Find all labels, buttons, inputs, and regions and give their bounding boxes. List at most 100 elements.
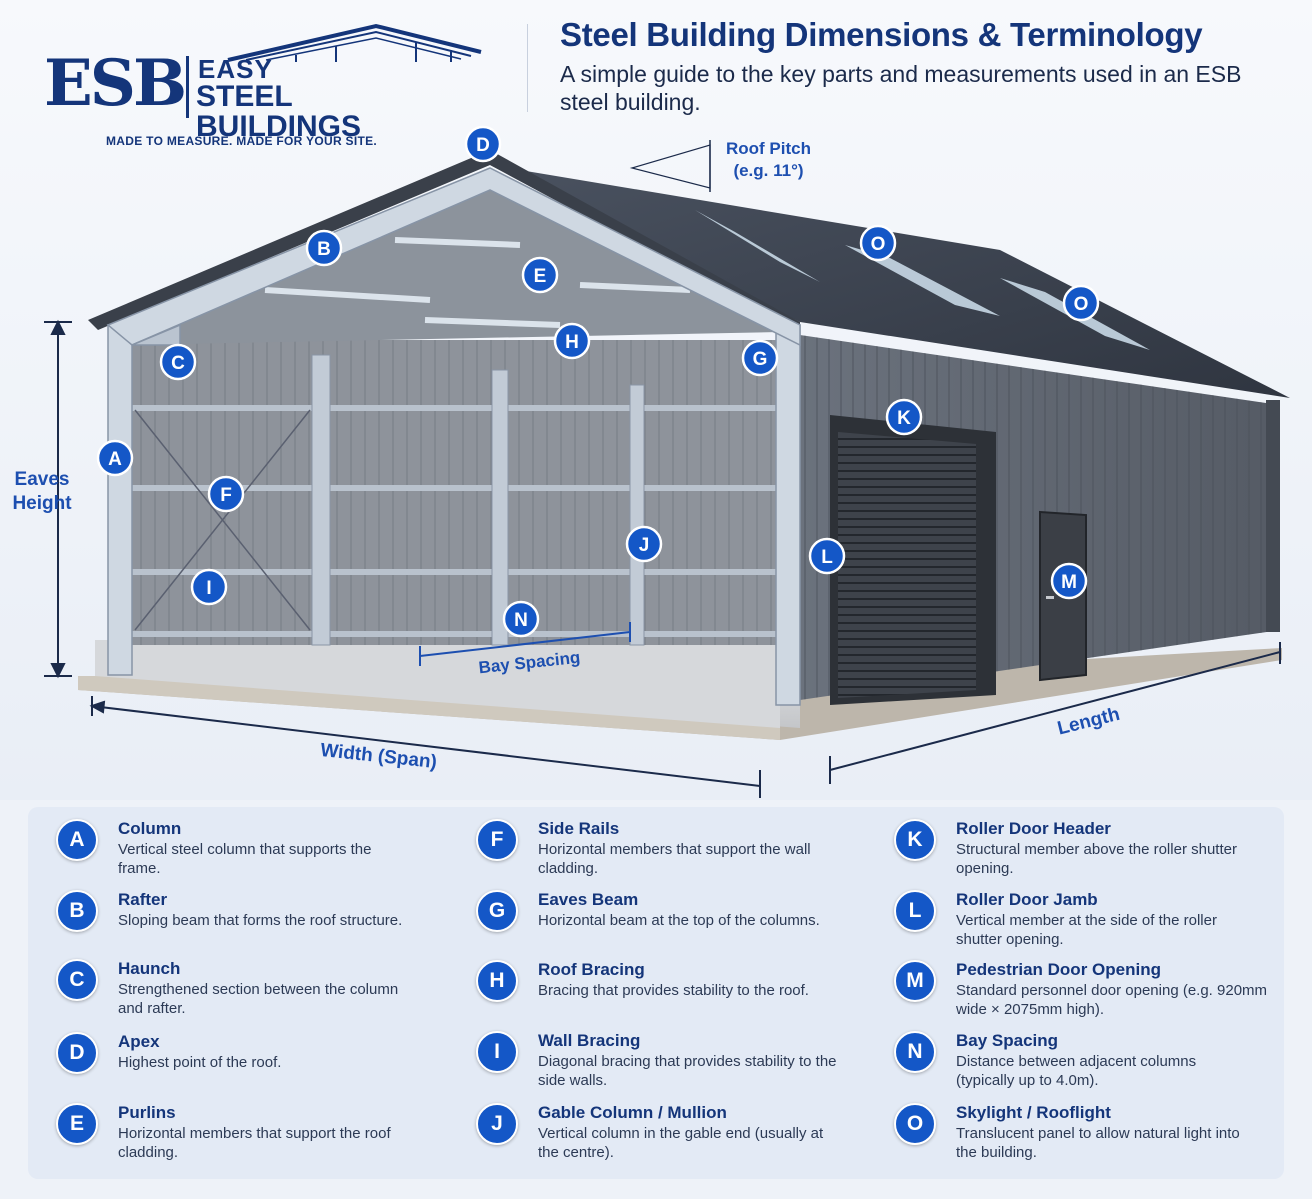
legend-item-bay-spacing: N Bay Spacing Distance between adjacent … (894, 1031, 1254, 1097)
legend-item-roller-door-jamb: L Roller Door Jamb Vertical member at th… (894, 890, 1254, 956)
svg-text:M: M (1061, 572, 1077, 593)
roof-pitch-label: Roof Pitch (e.g. 11°) (726, 139, 811, 180)
legend-badge: G (476, 890, 518, 932)
svg-text:B: B (317, 239, 331, 260)
marker-d: D (464, 125, 502, 163)
marker-i: I (190, 568, 228, 606)
svg-text:H: H (565, 332, 579, 353)
legend-item-side-rails: F Side Rails Horizontal members that sup… (476, 819, 836, 885)
legend-desc: Vertical steel column that supports the … (118, 841, 372, 877)
width-dimension (89, 696, 761, 798)
roof-cladding (490, 165, 1290, 398)
legend-badge: N (894, 1031, 936, 1073)
legend-desc: Structural member above the roller shutt… (956, 841, 1237, 877)
legend-desc: Translucent panel to allow natural light… (956, 1125, 1240, 1161)
legend-badge: L (894, 890, 936, 932)
legend-desc: Diagonal bracing that provides stability… (538, 1053, 837, 1089)
legend-badge: O (894, 1103, 936, 1145)
legend-desc: Vertical member at the side of the rolle… (956, 912, 1217, 948)
interior-side-rails (130, 405, 780, 637)
legend-badge: K (894, 819, 936, 861)
logo-tagline: MADE TO MEASURE. MADE FOR YOUR SITE. (106, 134, 378, 148)
legend-desc: Vertical column in the gable end (usuall… (538, 1125, 824, 1161)
svg-text:F: F (220, 485, 232, 506)
legend-badge: H (476, 960, 518, 1002)
svg-text:I: I (206, 578, 211, 599)
legend-name: Roof Bracing (538, 960, 645, 979)
svg-text:D: D (476, 135, 490, 156)
bay-spacing-dimension (419, 622, 631, 666)
legend-item-eaves-beam: G Eaves Beam Horizontal beam at the top … (476, 890, 836, 956)
legend-badge: C (56, 959, 98, 1001)
legend-name: Roller Door Jamb (956, 890, 1098, 909)
legend-desc: Strengthened section between the column … (118, 981, 399, 1017)
page-title: Steel Building Dimensions & Terminology (560, 16, 1203, 53)
svg-text:O: O (871, 234, 886, 255)
legend-name: Column (118, 819, 182, 838)
marker-f: F (207, 475, 245, 513)
legend-badge: E (56, 1103, 98, 1145)
legend-item-wall-bracing: I Wall Bracing Diagonal bracing that pro… (476, 1031, 837, 1097)
legend-name: Rafter (118, 890, 168, 909)
marker-k: K (885, 398, 923, 436)
svg-text:E: E (534, 266, 547, 287)
eaves-height-dimension (44, 319, 72, 679)
legend-desc: Horizontal beam at the top of the column… (538, 912, 820, 929)
interior-columns (311, 354, 645, 646)
svg-text:L: L (821, 547, 833, 568)
legend-item-column: A Column Vertical steel column that supp… (56, 819, 416, 885)
svg-text:A: A (108, 449, 122, 470)
marker-o-2: O (1062, 284, 1100, 322)
svg-text:K: K (897, 408, 911, 429)
svg-text:C: C (171, 353, 185, 374)
eaves-height-label: Eaves Height (12, 469, 72, 514)
marker-b: B (305, 229, 343, 267)
building-diagram: A B C D E F G H I J K L M N O O Bay Spac… (44, 125, 1290, 798)
legend-desc: Standard personnel door opening (e.g. 92… (956, 982, 1268, 1018)
legend-item-haunch: C Haunch Strengthened section between th… (56, 959, 416, 1025)
esb-logo: ESB EASY STEEL BUILDINGS MADE TO MEASURE… (40, 22, 482, 148)
legend-item-roof-bracing: H Roof Bracing Bracing that provides sta… (476, 960, 836, 1026)
marker-h: H (553, 322, 591, 360)
legend-panel: A Column Vertical steel column that supp… (28, 807, 1284, 1179)
logo-roof-icon (227, 23, 482, 62)
legend-desc: Highest point of the roof. (118, 1054, 282, 1071)
legend-name: Side Rails (538, 819, 620, 838)
legend-name: Haunch (118, 959, 181, 978)
legend-name: Pedestrian Door Opening (956, 960, 1161, 979)
legend-name: Purlins (118, 1103, 176, 1122)
legend-desc: Horizontal members that support the roof… (118, 1125, 391, 1161)
marker-j: J (625, 525, 663, 563)
legend-name: Eaves Beam (538, 890, 639, 909)
marker-m: M (1050, 562, 1088, 600)
legend-badge: F (476, 819, 518, 861)
roller-door (830, 415, 996, 705)
marker-o-1: O (859, 224, 897, 262)
marker-badges: A B C D E F G H I J K L M N O O (96, 125, 1100, 638)
legend-name: Gable Column / Mullion (538, 1103, 727, 1122)
legend-desc: Horizontal members that support the wall… (538, 841, 811, 877)
legend-desc: Bracing that provides stability to the r… (538, 982, 809, 999)
marker-l: L (808, 537, 846, 575)
marker-c: C (159, 343, 197, 381)
legend-desc: Sloping beam that forms the roof structu… (118, 912, 403, 929)
svg-text:J: J (639, 535, 650, 556)
legend-name: Bay Spacing (956, 1031, 1059, 1050)
logo-esb-text: ESB (44, 46, 187, 121)
logo-divider (186, 56, 189, 118)
legend-item-skylight: O Skylight / Rooflight Translucent panel… (894, 1103, 1254, 1169)
page-subtitle: A simple guide to the key parts and meas… (560, 61, 1242, 115)
marker-e: E (521, 256, 559, 294)
marker-n: N (502, 600, 540, 638)
legend-badge: A (56, 819, 98, 861)
svg-text:G: G (753, 349, 768, 370)
legend-badge: I (476, 1031, 518, 1073)
legend-name: Wall Bracing (538, 1031, 641, 1050)
legend-item-rafter: B Rafter Sloping beam that forms the roo… (56, 890, 416, 956)
length-dimension (829, 642, 1281, 784)
svg-text:N: N (514, 610, 528, 631)
legend-name: Roller Door Header (956, 819, 1111, 838)
roof-underside (130, 175, 780, 345)
legend-item-pedestrian-door: M Pedestrian Door Opening Standard perso… (894, 960, 1267, 1026)
roof-pitch-indicator (629, 140, 711, 192)
